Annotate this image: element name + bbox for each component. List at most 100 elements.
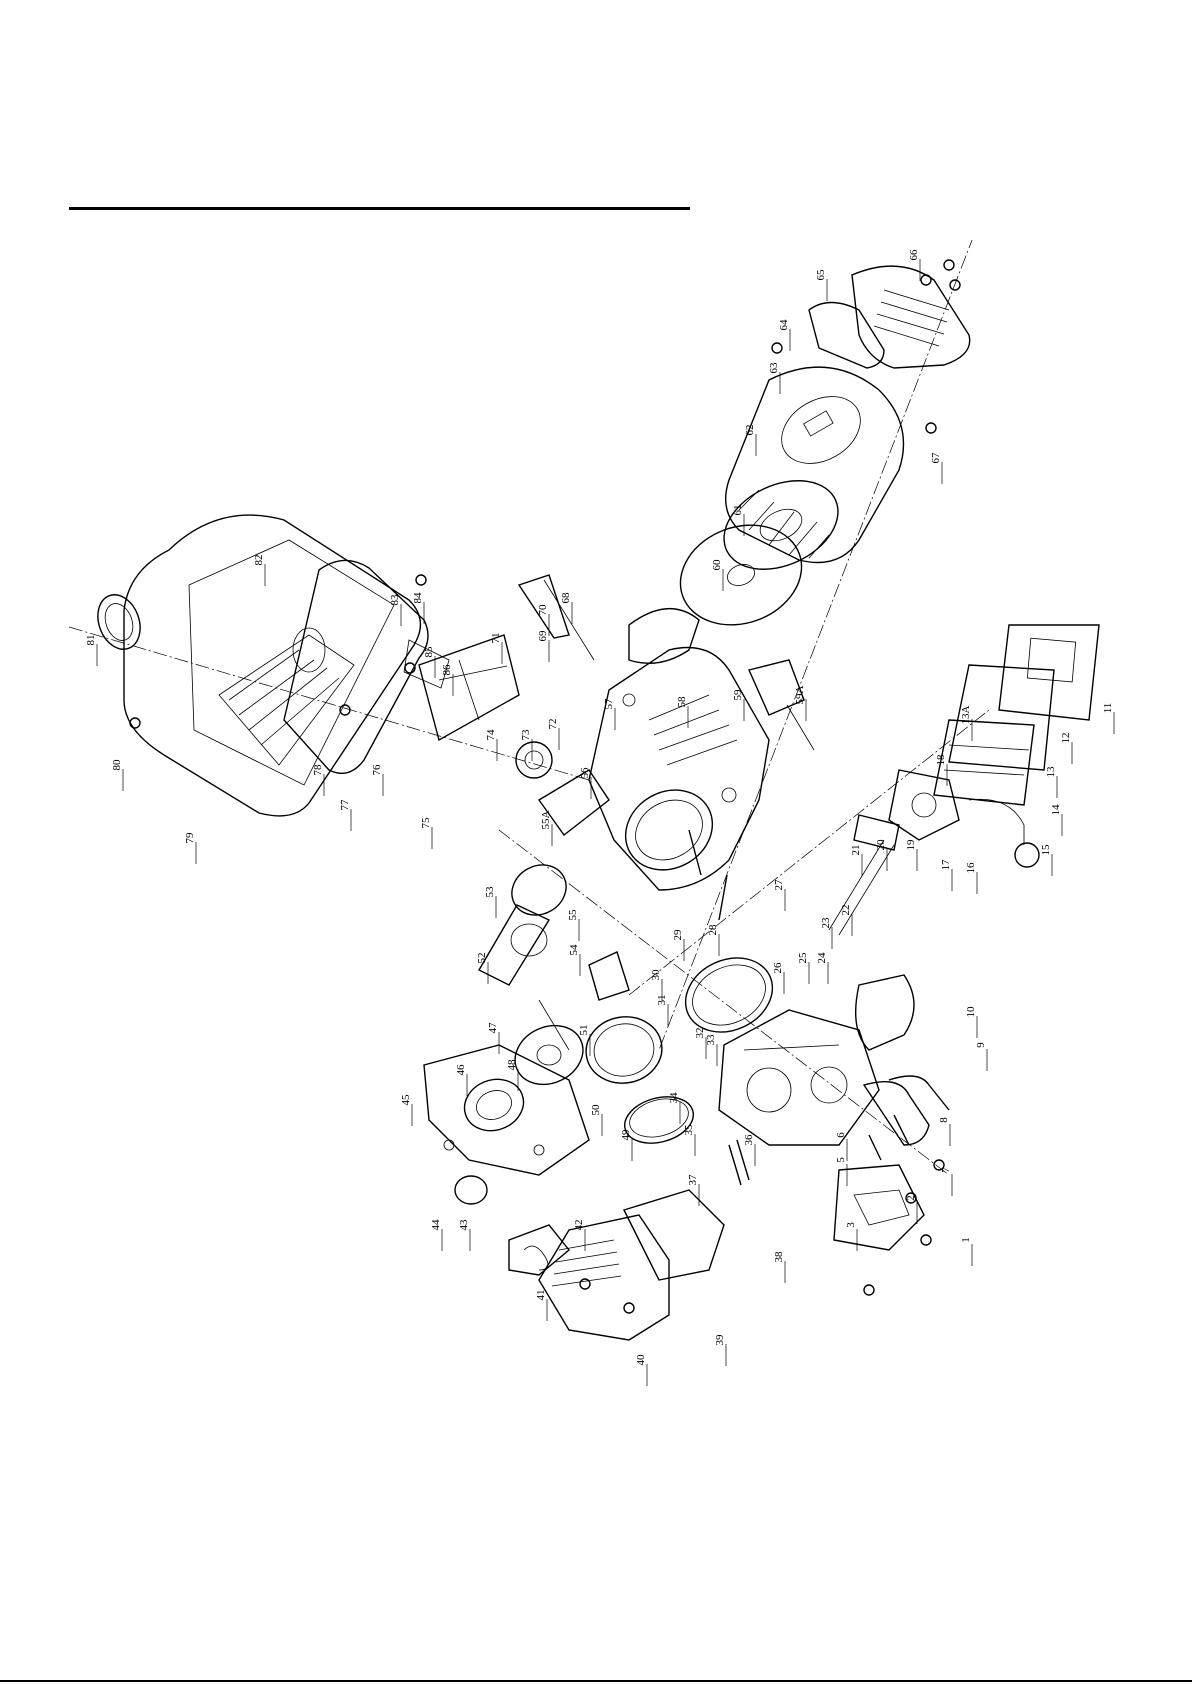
part-number-label: 12: [1060, 733, 1072, 744]
part-number-label: 24: [816, 952, 828, 964]
part-number-label: 66: [908, 249, 920, 261]
part-number-label: 31: [656, 995, 668, 1006]
head-gasket: [673, 944, 784, 1045]
part-number-label: 68: [560, 592, 572, 604]
part-number-label: 55A: [540, 810, 552, 829]
part-number-label: 73: [520, 729, 532, 741]
part-number-label: 11: [1102, 703, 1114, 714]
part-number-label: 5: [835, 1157, 847, 1163]
intake-parts: [829, 815, 899, 935]
part-number-label: 76: [371, 764, 383, 776]
cylinder-head: [719, 1010, 879, 1145]
part-number-label: 51: [578, 1025, 590, 1036]
head-shield: [856, 975, 914, 1050]
part-number-label: 18: [935, 754, 947, 766]
recoil-cover: [629, 609, 699, 664]
tank-axis-line: [69, 627, 589, 780]
part-number-label: 80: [111, 759, 123, 771]
part-number-label: 77: [339, 799, 351, 811]
carburetor: [889, 770, 959, 840]
part-number-label: 57: [603, 698, 615, 710]
air-cleaner: [934, 625, 1099, 867]
part-number-label: 82: [253, 555, 265, 566]
part-number-label: 39: [714, 1334, 726, 1346]
part-number-label: 84: [412, 592, 424, 604]
crankcase-block: [589, 648, 769, 891]
part-number-label: 16: [965, 862, 977, 874]
part-number-label: 23: [820, 917, 832, 929]
cooling-fan: [710, 463, 853, 586]
part-number-label: 30: [650, 969, 662, 981]
valve-cover: [834, 1165, 924, 1250]
part-number-label: 38: [773, 1251, 785, 1263]
part-number-label: 8: [938, 1117, 950, 1123]
part-number-label: 19: [905, 839, 917, 851]
part-number-label: 72: [547, 719, 559, 730]
intake-axis-line: [629, 710, 989, 995]
part-number-label: 50: [590, 1104, 602, 1116]
footer-rule: [0, 1680, 1192, 1682]
part-number-label: 44: [430, 1219, 442, 1231]
part-number-label: 65: [815, 269, 827, 281]
part-number-label: 70: [537, 604, 549, 616]
part-number-label: 59: [732, 689, 744, 701]
shroud-cover: [809, 266, 970, 368]
exhaust-pipe: [864, 1076, 949, 1145]
part-number-label: 64: [778, 319, 790, 331]
part-number-label: 78: [312, 764, 324, 776]
part-number-label: 10: [965, 1006, 977, 1018]
part-number-label: 56: [579, 767, 591, 779]
part-number-label: 86: [441, 664, 453, 676]
part-number-label: 3: [845, 1222, 857, 1228]
part-number-label: 35: [683, 1124, 695, 1136]
part-number-label: 20: [875, 839, 887, 851]
cam-gear: [505, 1000, 592, 1095]
part-number-label: 58: [676, 696, 688, 708]
part-number-label: 21: [850, 845, 862, 856]
part-number-label: 1: [960, 1237, 972, 1243]
part-number-label: 33: [705, 1034, 717, 1046]
part-number-label: 62: [744, 425, 756, 436]
part-number-label: 34: [668, 1092, 680, 1104]
part-number-label: 14: [1050, 804, 1062, 816]
muffler: [539, 1190, 724, 1340]
part-number-label: 55: [567, 909, 579, 921]
part-number-label: 13A: [960, 705, 972, 724]
part-number-label: 6: [835, 1132, 847, 1138]
part-number-label: 15: [1040, 844, 1052, 856]
part-number-label: 48: [506, 1059, 518, 1071]
part-number-label: 63: [768, 362, 780, 374]
part-number-label: 52: [476, 953, 488, 964]
part-number-label: 26: [772, 962, 784, 974]
part-number-label: 61: [732, 505, 744, 516]
part-number-label: 71: [490, 633, 502, 644]
part-number-label: 9: [975, 1042, 987, 1048]
part-number-label: 41: [535, 1290, 547, 1301]
part-number-label: 46: [455, 1064, 467, 1076]
fasteners: [130, 260, 960, 1313]
oil-seal: [455, 1176, 487, 1204]
part-number-label: 54: [568, 944, 580, 956]
part-number-label: 42: [573, 1220, 585, 1231]
governor-linkage: [519, 575, 594, 660]
part-number-label: 53: [484, 886, 496, 898]
part-number-label: 79: [184, 832, 196, 844]
part-number-label: 43: [458, 1219, 470, 1231]
tank-mount-bracket: [284, 560, 449, 773]
part-number-label: 85: [423, 646, 435, 658]
part-number-label: 25: [797, 952, 809, 964]
leader-lines: [97, 259, 1114, 1386]
flywheel: [666, 509, 815, 642]
part-number-label: 29: [672, 929, 684, 941]
exploded-engine-diagram: 123567891011121313A141516171819202122232…: [69, 240, 1119, 1410]
part-number-label: 81: [85, 635, 97, 646]
crankshaft: [479, 770, 609, 985]
part-number-label: 45: [400, 1094, 412, 1106]
part-number-label: 36: [743, 1134, 755, 1146]
part-number-label: 37: [687, 1174, 699, 1186]
part-number-label: 2: [905, 1195, 917, 1201]
part-number-label: 40: [635, 1354, 647, 1366]
part-number-label: 69: [537, 630, 549, 642]
part-number-label: 74: [485, 729, 497, 741]
part-number-label: 60: [711, 559, 723, 571]
